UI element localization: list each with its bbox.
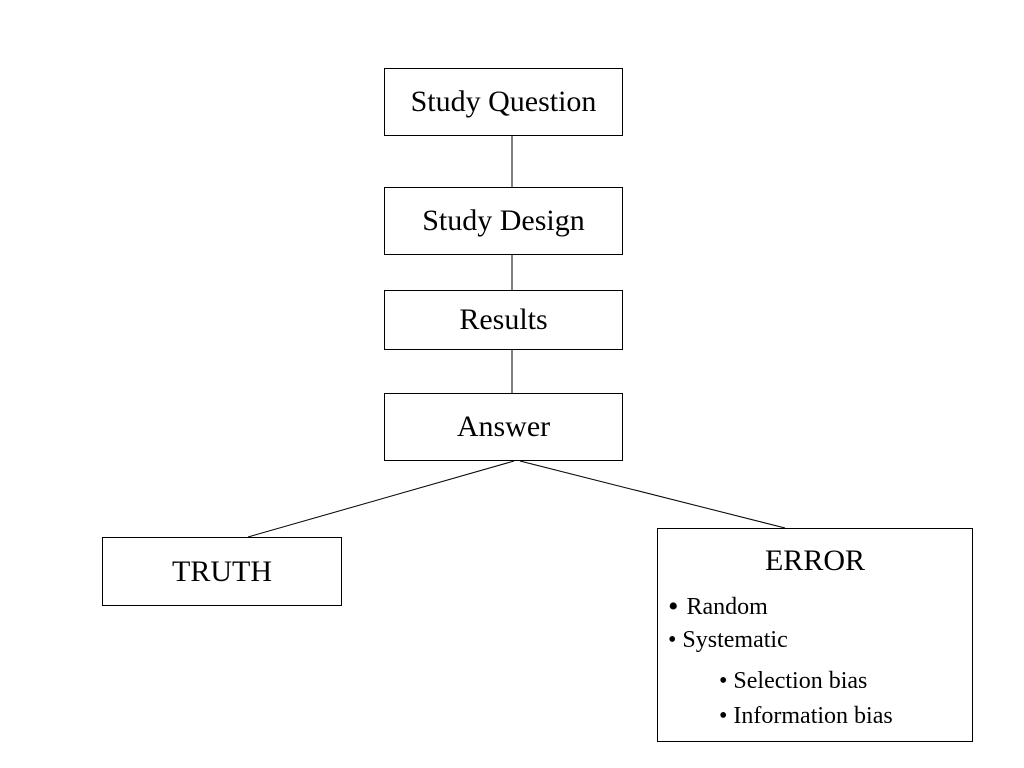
bullet-icon: • xyxy=(668,590,679,623)
edge-answer-truth xyxy=(247,460,515,538)
error-item-random: • Random xyxy=(668,592,768,622)
answer-box: Answer xyxy=(384,393,623,461)
answer-label: Answer xyxy=(456,410,551,443)
results-label: Results xyxy=(459,303,548,336)
bullet-icon: • xyxy=(719,668,728,694)
study-design-label: Study Design xyxy=(422,204,585,237)
results-box: Results xyxy=(384,290,623,350)
error-box: ERROR •Random •Systematic •Selection bia… xyxy=(657,528,973,742)
study-question-label: Study Question xyxy=(410,85,597,118)
error-item-label: Systematic xyxy=(682,627,788,653)
error-item-label: Random xyxy=(686,594,768,620)
error-subitem-information-bias: •Information bias xyxy=(719,704,893,728)
error-subitem-label: Information bias xyxy=(733,703,893,729)
edge-answer-error xyxy=(519,460,786,529)
error-title: ERROR xyxy=(764,544,866,577)
truth-label: TRUTH xyxy=(172,554,272,588)
error-item-systematic: •Systematic xyxy=(668,628,788,652)
bullet-icon: • xyxy=(668,627,677,653)
error-subitem-label: Selection bias xyxy=(733,668,868,694)
study-design-box: Study Design xyxy=(384,187,623,255)
truth-box: TRUTH xyxy=(102,537,342,606)
error-subitem-selection-bias: •Selection bias xyxy=(719,669,867,693)
bullet-icon: • xyxy=(719,703,728,729)
study-question-box: Study Question xyxy=(384,68,623,136)
